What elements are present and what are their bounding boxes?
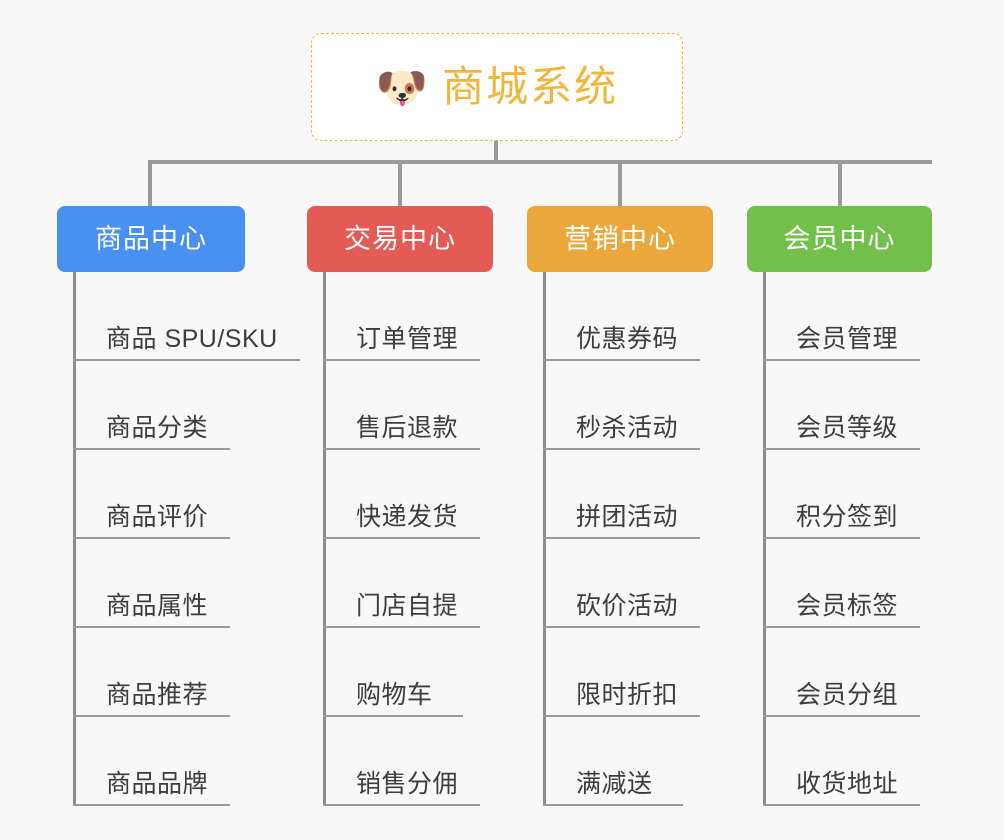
connector-drop-1 — [148, 160, 152, 208]
leaf-column-1: 商品 SPU/SKU 商品分类商品评价商品属性商品推荐商品品牌 — [73, 272, 300, 806]
leaf-item[interactable]: 购物车 — [323, 628, 463, 717]
leaf-item-label: 门店自提 — [356, 591, 459, 620]
leaf-item[interactable]: 商品品牌 — [73, 717, 230, 806]
leaf-item-label: 秒杀活动 — [576, 413, 679, 442]
category-label: 会员中心 — [783, 223, 896, 254]
leaf-column-2: 订单管理售后退款快递发货门店自提购物车销售分佣 — [323, 272, 538, 806]
category-label: 商品中心 — [95, 223, 207, 254]
category-box-4[interactable]: 会员中心 — [747, 206, 932, 272]
category-label: 交易中心 — [344, 223, 456, 254]
leaf-item[interactable]: 收货地址 — [763, 717, 920, 806]
column-spine — [763, 272, 766, 806]
leaf-item[interactable]: 会员标签 — [763, 539, 920, 628]
leaf-item-label: 限时折扣 — [576, 680, 679, 709]
category-label: 营销中心 — [564, 223, 676, 254]
leaf-column-3: 优惠券码秒杀活动拼团活动砍价活动限时折扣满减送 — [543, 272, 758, 806]
category-box-3[interactable]: 营销中心 — [527, 206, 713, 272]
leaf-column-4: 会员管理会员等级积分签到会员标签会员分组收货地址 — [763, 272, 978, 806]
leaf-item-label: 会员标签 — [796, 591, 899, 620]
leaf-item[interactable]: 秒杀活动 — [543, 361, 700, 450]
leaf-item[interactable]: 销售分佣 — [323, 717, 480, 806]
column-spine — [323, 272, 326, 806]
leaf-item-label: 商品 SPU/SKU — [106, 324, 278, 353]
leaf-item-label: 销售分佣 — [356, 769, 459, 798]
column-spine — [73, 272, 76, 806]
leaf-item-label: 会员等级 — [796, 413, 899, 442]
leaf-item[interactable]: 砍价活动 — [543, 539, 700, 628]
leaf-item[interactable]: 会员分组 — [763, 628, 920, 717]
leaf-item[interactable]: 会员管理 — [763, 272, 920, 361]
leaf-item[interactable]: 积分签到 — [763, 450, 920, 539]
dog-face-icon: 🐶 — [375, 64, 429, 111]
leaf-item-label: 砍价活动 — [576, 591, 679, 620]
leaf-item[interactable]: 优惠券码 — [543, 272, 700, 361]
connector-stem — [494, 141, 498, 163]
leaf-item[interactable]: 商品推荐 — [73, 628, 230, 717]
leaf-item-label: 售后退款 — [356, 413, 459, 442]
leaf-item-label: 购物车 — [356, 680, 433, 709]
root-title: 商城系统 — [442, 63, 619, 110]
leaf-item-label: 订单管理 — [356, 324, 459, 353]
leaf-item[interactable]: 门店自提 — [323, 539, 480, 628]
category-box-1[interactable]: 商品中心 — [57, 206, 245, 272]
leaf-item[interactable]: 商品属性 — [73, 539, 230, 628]
leaf-item-label: 满减送 — [576, 769, 653, 798]
column-spine — [543, 272, 546, 806]
leaf-item[interactable]: 商品评价 — [73, 450, 230, 539]
leaf-item-label: 商品分类 — [106, 413, 209, 442]
leaf-item[interactable]: 售后退款 — [323, 361, 480, 450]
leaf-item-label: 会员管理 — [796, 324, 899, 353]
root-node[interactable]: 🐶 商城系统 — [311, 33, 683, 141]
leaf-item[interactable]: 满减送 — [543, 717, 683, 806]
leaf-item[interactable]: 快递发货 — [323, 450, 480, 539]
leaf-item[interactable]: 会员等级 — [763, 361, 920, 450]
leaf-item-label: 收货地址 — [796, 769, 899, 798]
leaf-item-label: 会员分组 — [796, 680, 899, 709]
leaf-item-label: 商品品牌 — [106, 769, 209, 798]
leaf-item[interactable]: 商品分类 — [73, 361, 230, 450]
category-box-2[interactable]: 交易中心 — [307, 206, 493, 272]
leaf-item-label: 积分签到 — [796, 502, 899, 531]
leaf-item[interactable]: 拼团活动 — [543, 450, 700, 539]
leaf-item-label: 快递发货 — [356, 502, 459, 531]
leaf-item[interactable]: 限时折扣 — [543, 628, 700, 717]
connector-drop-3 — [618, 160, 622, 208]
leaf-item-label: 优惠券码 — [576, 324, 679, 353]
leaf-item[interactable]: 订单管理 — [323, 272, 480, 361]
connector-drop-2 — [398, 160, 402, 208]
connector-rail — [150, 160, 932, 164]
leaf-item-label: 拼团活动 — [576, 502, 679, 531]
leaf-item-label: 商品属性 — [106, 591, 209, 620]
leaf-item[interactable]: 商品 SPU/SKU — [73, 272, 300, 361]
connector-drop-4 — [838, 160, 842, 208]
leaf-item-label: 商品评价 — [106, 502, 209, 531]
leaf-item-label: 商品推荐 — [106, 680, 209, 709]
